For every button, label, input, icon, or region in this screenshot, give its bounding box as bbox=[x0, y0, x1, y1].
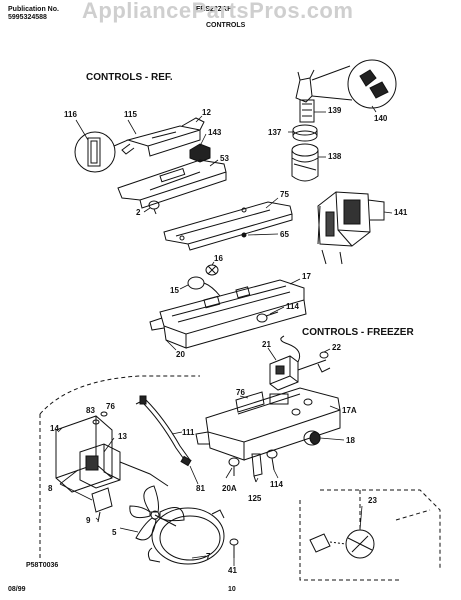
section-title-ref: CONTROLS - REF. bbox=[86, 72, 173, 83]
callout-114b: 114 bbox=[270, 480, 283, 489]
callout-111: 111 bbox=[182, 428, 195, 437]
callout-53: 53 bbox=[220, 154, 229, 163]
section-title: CONTROLS bbox=[206, 22, 246, 29]
callout-139: 139 bbox=[328, 106, 342, 115]
cabinet-corner-23 bbox=[300, 490, 440, 580]
screw-41 bbox=[230, 539, 238, 558]
callout-16: 16 bbox=[214, 254, 223, 263]
callout-17: 17 bbox=[302, 272, 311, 281]
callout-12: 12 bbox=[202, 108, 211, 117]
knob-18 bbox=[304, 431, 320, 445]
fan-motor-13 bbox=[80, 444, 168, 488]
callout-20a: 20A bbox=[222, 484, 237, 493]
callout-75: 75 bbox=[280, 190, 289, 199]
callout-2: 2 bbox=[136, 208, 141, 217]
screw-114b bbox=[267, 450, 277, 470]
screw-65 bbox=[242, 233, 246, 237]
callout-138: 138 bbox=[328, 152, 342, 161]
callout-143: 143 bbox=[208, 128, 222, 137]
mounting-plate bbox=[164, 202, 292, 250]
freezer-thermostat-21 bbox=[270, 356, 298, 390]
screw-114a bbox=[257, 312, 278, 322]
callout-23: 23 bbox=[368, 496, 377, 505]
thermostat-assembly bbox=[122, 118, 204, 156]
callout-20: 20 bbox=[176, 350, 185, 359]
callout-114a: 114 bbox=[286, 302, 299, 311]
callout-41: 41 bbox=[228, 566, 237, 575]
callout-115: 115 bbox=[124, 110, 137, 119]
callout-5: 5 bbox=[112, 528, 117, 537]
page-number: 10 bbox=[228, 586, 236, 593]
section-title-freezer: CONTROLS - FREEZER bbox=[302, 327, 414, 338]
callout-8: 8 bbox=[48, 484, 53, 493]
fan-housing-outline bbox=[40, 376, 200, 414]
sensor-wire-15 bbox=[188, 277, 220, 296]
callout-76a: 76 bbox=[236, 388, 245, 397]
callout-21: 21 bbox=[262, 340, 271, 349]
callout-17a: 17A bbox=[342, 406, 357, 415]
callout-14: 14 bbox=[50, 424, 59, 433]
figure-code: P58T0036 bbox=[26, 562, 59, 569]
screw-76b bbox=[101, 412, 107, 416]
callout-76b: 76 bbox=[106, 402, 115, 411]
callout-9: 9 bbox=[86, 516, 91, 525]
model-number: FRS22ZRH bbox=[196, 6, 233, 13]
callout-125: 125 bbox=[248, 494, 262, 503]
fan-shroud-7 bbox=[148, 508, 224, 564]
callout-13: 13 bbox=[118, 432, 127, 441]
leader-lines bbox=[58, 106, 392, 566]
watermark: AppliancePartsPros.com bbox=[82, 0, 354, 23]
bulb-20a bbox=[229, 458, 239, 476]
wire-harness-111 bbox=[136, 396, 191, 466]
damper-housing bbox=[318, 192, 384, 264]
issue-date: 08/99 bbox=[8, 586, 26, 593]
screw-2 bbox=[149, 201, 159, 214]
callout-137: 137 bbox=[268, 128, 282, 137]
gasket-detail bbox=[75, 132, 128, 172]
control-housing-17 bbox=[150, 280, 306, 348]
callout-140: 140 bbox=[374, 114, 388, 123]
damper-motor bbox=[292, 100, 318, 181]
capillary-22 bbox=[281, 336, 330, 372]
socket-125 bbox=[252, 454, 262, 482]
callout-65: 65 bbox=[280, 230, 289, 239]
callout-116: 116 bbox=[64, 110, 77, 119]
publication-number: 5995324588 bbox=[8, 14, 47, 21]
control-bracket bbox=[118, 160, 226, 208]
callout-18: 18 bbox=[346, 436, 355, 445]
sensor-16 bbox=[206, 265, 218, 275]
freezer-housing-17a bbox=[196, 388, 340, 460]
callout-15: 15 bbox=[170, 286, 179, 295]
bracket-8 bbox=[92, 488, 112, 522]
callout-83: 83 bbox=[86, 406, 95, 415]
callout-7: 7 bbox=[206, 552, 211, 561]
wire-connector bbox=[296, 60, 396, 108]
callout-141: 141 bbox=[394, 208, 408, 217]
publication-label: Publication No. bbox=[8, 6, 59, 13]
clip-part bbox=[190, 144, 210, 162]
callout-22: 22 bbox=[332, 343, 341, 352]
callout-81: 81 bbox=[196, 484, 205, 493]
